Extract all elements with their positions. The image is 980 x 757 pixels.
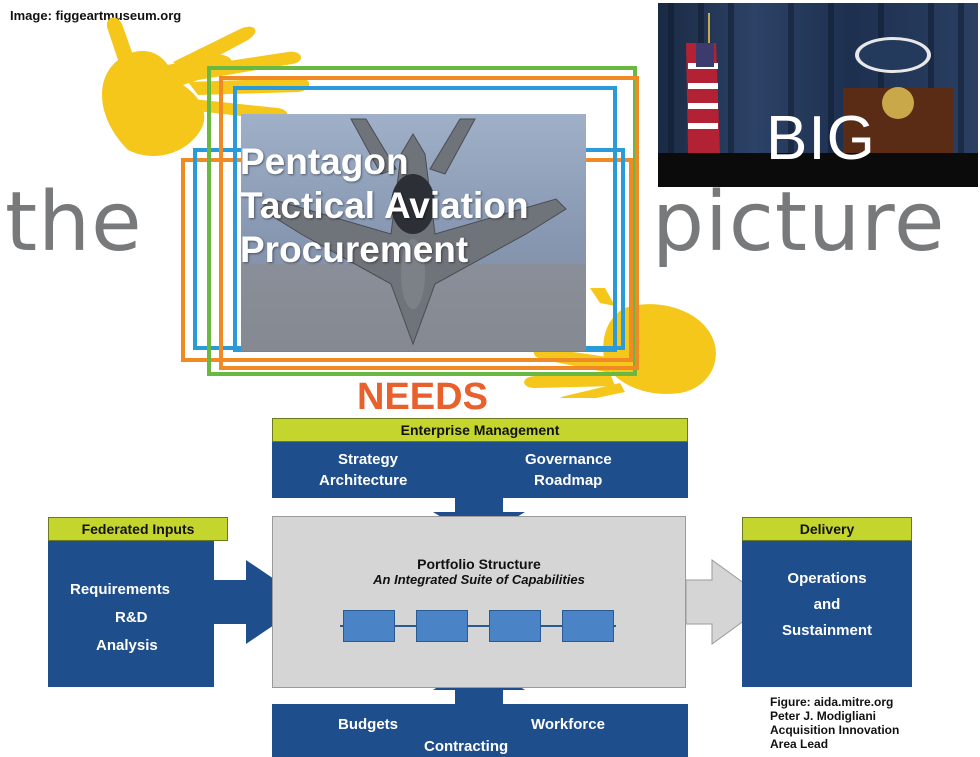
big-label: BIG [766, 104, 876, 173]
figure-credit-line: Figure: aida.mitre.org [770, 695, 894, 709]
capability-block [416, 610, 468, 642]
enterprise-item: Strategy [338, 451, 399, 468]
figure-credit-line: Peter J. Modigliani [770, 709, 877, 723]
resource-item: Workforce [531, 716, 605, 733]
capability-block [343, 610, 395, 642]
portfolio-box [272, 516, 686, 688]
delivery-header: Delivery [742, 517, 912, 541]
figure-credit-line: Area Lead [770, 737, 829, 751]
jet-title-line-3: Procurement [240, 229, 469, 270]
portfolio-title: Portfolio Structure [417, 556, 541, 572]
federated-box: Requirements R&D Analysis [48, 541, 214, 687]
federated-item: Requirements [70, 581, 171, 598]
enterprise-item: Governance [525, 451, 612, 468]
resource-item: Budgets [338, 716, 398, 733]
jet-title: Pentagon Tactical Aviation Procurement [240, 140, 529, 272]
image-credit: Image: figgeartmuseum.org [10, 8, 182, 23]
resources-box: Budgets Workforce Contracting [272, 704, 688, 757]
needs-label: NEEDS [357, 376, 488, 418]
inputs-arrow [214, 560, 308, 644]
delivery-box: Operations and Sustainment [742, 541, 912, 687]
federated-item: Analysis [96, 637, 158, 654]
resource-item: Contracting [424, 738, 509, 755]
fighter-jet-icon [241, 118, 586, 351]
jet-title-line-1: Pentagon [240, 141, 409, 182]
enterprise-box: Strategy Governance Architecture Roadmap [272, 442, 688, 498]
enterprise-item: Roadmap [534, 472, 603, 489]
figure-credit-line: Acquisition Innovation [770, 723, 900, 737]
figure-credit: Figure: aida.mitre.org Peter J. Modiglia… [770, 695, 976, 751]
delivery-item: Operations [787, 570, 867, 587]
enterprise-item: Architecture [319, 472, 408, 489]
capability-block [562, 610, 614, 642]
jet-title-line-2: Tactical Aviation [240, 185, 529, 226]
portfolio-out-arrow [685, 559, 771, 645]
podium-flag-icon [658, 3, 978, 187]
picture-word: picture [652, 175, 946, 270]
capability-block [489, 610, 541, 642]
the-word: the [5, 175, 143, 270]
delivery-item: and [813, 596, 841, 613]
briefing-room-photo [658, 3, 978, 187]
federated-item: R&D [115, 609, 148, 626]
jet-photo [241, 114, 586, 351]
portfolio-subtitle: An Integrated Suite of Capabilities [373, 572, 585, 587]
delivery-item: Sustainment [781, 622, 872, 639]
enterprise-header: Enterprise Management [272, 418, 688, 442]
federated-header: Federated Inputs [48, 517, 228, 541]
